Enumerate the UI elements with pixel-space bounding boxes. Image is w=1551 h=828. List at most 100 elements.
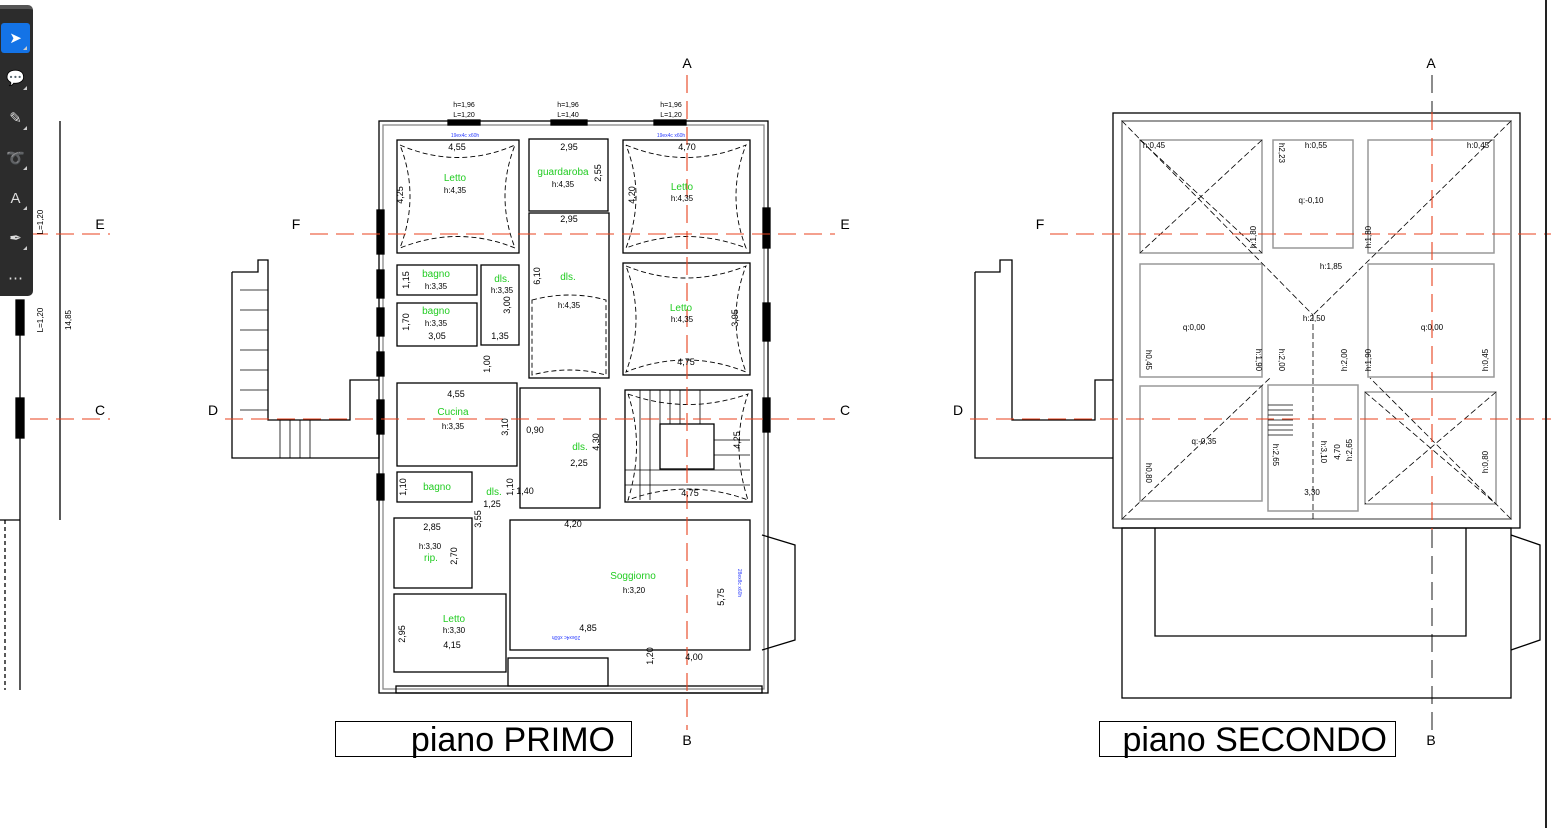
section-marker: B [682, 732, 691, 748]
room-label: guardaroba [537, 167, 589, 178]
roof-level-label: q:0,00 [1183, 323, 1206, 332]
dimension-label: 2,85 [423, 522, 441, 532]
height-label: h:3,35 [491, 286, 514, 295]
dimension-label: 3,10 [500, 418, 510, 436]
dimension-label: 4,00 [685, 652, 703, 662]
height-label: h:4,35 [444, 186, 467, 195]
roof-level-label: h:2,65 [1271, 444, 1280, 467]
dimension-label: 3,95 [730, 309, 740, 327]
sign-tool[interactable]: ✒ [1, 223, 30, 253]
dimension-label: 1,70 [401, 313, 411, 331]
dimension-label: 4,25 [395, 186, 405, 204]
roof-level-label: h0,45 [1144, 350, 1153, 371]
roof-level-label: h:1,90 [1364, 348, 1373, 371]
room-label: dls. [486, 487, 502, 498]
dimension-label: 4,30 [591, 433, 601, 451]
dimension-label: 3,55 [473, 510, 483, 528]
roof-level-label: h:0,45 [1481, 348, 1490, 371]
room-label: Letto [443, 614, 466, 625]
height-label: h:4,35 [558, 301, 581, 310]
roof-level-label: h:2,50 [1303, 314, 1326, 323]
vertical-scrollbar[interactable] [1545, 0, 1547, 828]
dimension-label: 4,70 [678, 142, 696, 152]
select-tool[interactable]: ➤ [1, 23, 30, 53]
window [15, 299, 25, 336]
window-note: 19ex4c x60h [451, 133, 480, 139]
comment-tool[interactable]: 💬 [1, 63, 30, 93]
section-marker: F [1036, 216, 1045, 232]
room-label: Letto [444, 173, 467, 184]
section-marker: C [95, 402, 105, 418]
dimension-label: 4,55 [448, 142, 466, 152]
highlight-tool[interactable]: ✎ [1, 103, 30, 133]
roof-level-label: h:2,00 [1277, 349, 1286, 372]
signature-pen-icon: ✒ [9, 230, 22, 247]
roof-level-label: h:0,45 [1467, 141, 1490, 150]
room-label: bagno [422, 269, 450, 280]
window-dimension: h=1,96 [557, 102, 579, 109]
window-note: 28ex8c x60h [736, 569, 742, 598]
dimension-label: 4,55 [447, 389, 465, 399]
dimension-label: 4,75 [677, 357, 695, 367]
dimension-label: 2,95 [397, 625, 407, 643]
section-marker: D [208, 402, 218, 418]
roof-level-label: q:-0,35 [1192, 437, 1217, 446]
section-marker: E [840, 216, 849, 232]
room-label: dls. [560, 272, 576, 283]
text-tool[interactable]: A [1, 183, 30, 213]
window-dimension: h=1,96 [660, 102, 682, 109]
draw-tool[interactable]: ➰ [1, 143, 30, 173]
dimension-label: 2,70 [449, 547, 459, 565]
room-label: Letto [671, 182, 694, 193]
roof-level-label: 3,30 [1304, 488, 1320, 497]
balcony [761, 534, 796, 651]
window-dimension: L=1,40 [557, 112, 579, 119]
title-piano-secondo: piano SECONDO [1099, 721, 1396, 758]
more-tools[interactable]: ⋯ [1, 263, 30, 293]
dimension-label: 14,85 [64, 309, 73, 330]
roof-level-label: h:0,80 [1481, 450, 1490, 473]
dimension-label: 2,25 [570, 458, 588, 468]
room-label: Soggiorno [610, 571, 656, 582]
dimension-label: 1,15 [401, 271, 411, 289]
height-label: h:3,30 [443, 626, 466, 635]
dimension-label: 5,75 [716, 588, 726, 606]
roof-level-label: h:1,85 [1320, 262, 1343, 271]
dimension-label: 1,35 [491, 331, 509, 341]
dimension-label: L=1,20 [36, 307, 45, 332]
dimension-label: 4,20 [627, 186, 637, 204]
height-label: h:3,30 [419, 542, 442, 551]
room-label: rip. [424, 553, 438, 564]
roof-level-label: h:1,80 [1364, 225, 1373, 248]
room-label: dls. [572, 442, 588, 453]
room-label: bagno [423, 482, 451, 493]
section-marker: B [1426, 732, 1435, 748]
dimension-label: 6,10 [532, 267, 542, 285]
height-label: h:3,35 [442, 422, 465, 431]
external-stair [231, 259, 380, 459]
height-label: h:3,35 [425, 282, 448, 291]
height-label: h:3,35 [425, 319, 448, 328]
roof-level-label: h0,80 [1144, 463, 1153, 484]
dimension-label: 4,15 [443, 640, 461, 650]
dimension-label: L=1,20 [36, 209, 45, 234]
roof-level-label: 4,70 [1333, 444, 1342, 460]
dimension-label: 1,20 [645, 647, 655, 665]
window [15, 397, 25, 439]
roof-level-label: h:3,10 [1319, 441, 1328, 464]
dimension-label: 3,00 [502, 296, 512, 314]
room-label: dls. [494, 274, 510, 285]
dimension-label: 1,25 [483, 499, 501, 509]
section-marker: C [840, 402, 850, 418]
dimension-label: 4,20 [564, 519, 582, 529]
height-label: h:4,35 [552, 180, 575, 189]
freehand-icon: ➰ [6, 150, 25, 167]
room-label: Cucina [437, 407, 469, 418]
text-box-icon: A [10, 189, 21, 207]
dimension-label: 1,40 [516, 486, 534, 496]
room-label: Letto [670, 303, 693, 314]
section-marker: A [1426, 55, 1436, 71]
comment-icon: 💬 [6, 70, 25, 87]
window-note: 20ex4c x60h [552, 634, 581, 640]
